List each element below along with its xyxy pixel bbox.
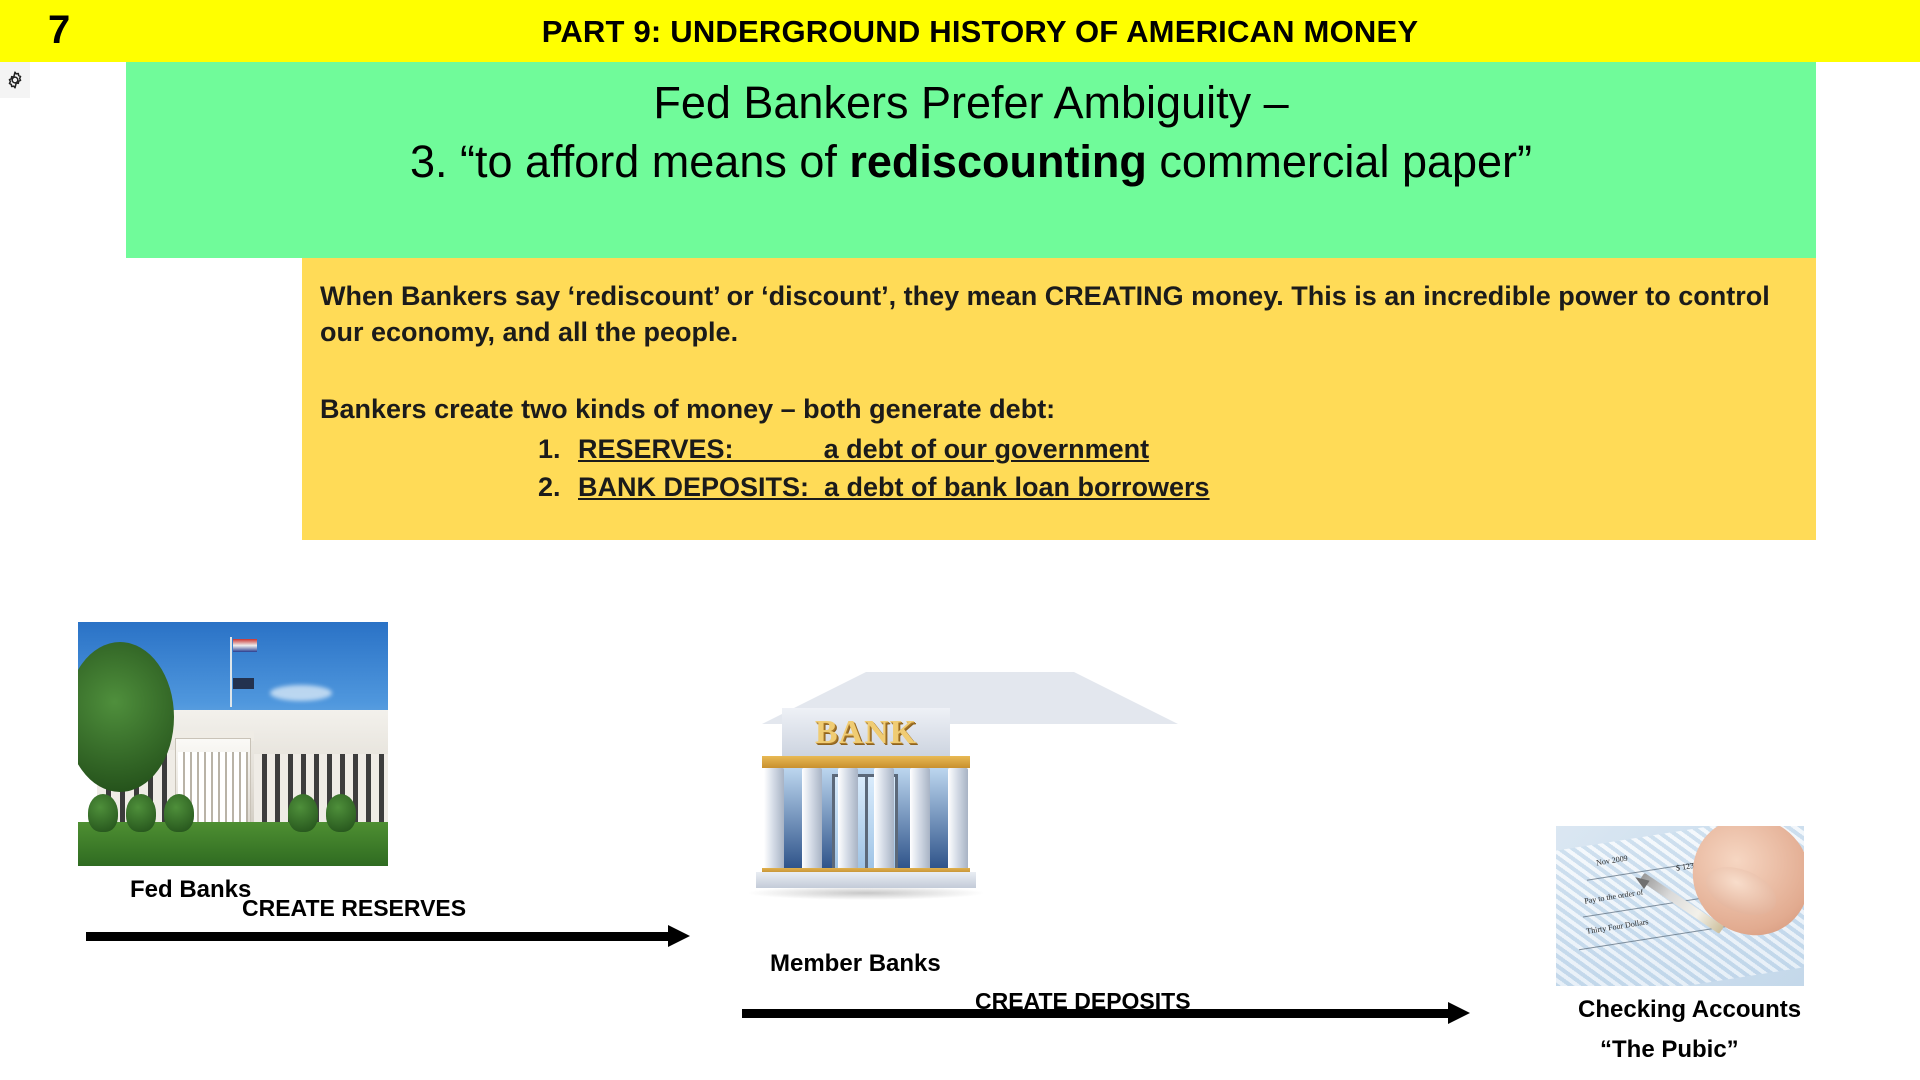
hedge-tree — [126, 793, 156, 832]
list-item-label: RESERVES: a debt of our government — [578, 434, 1150, 465]
arrow-shaft — [86, 932, 668, 941]
money-kinds-list: 1. RESERVES: a debt of our government 2.… — [320, 431, 1816, 506]
bank-pediment — [782, 708, 950, 756]
slide-number: 7 — [48, 8, 71, 52]
settings-gear-icon[interactable] — [0, 62, 30, 98]
gold-paragraph-1: When Bankers say ‘rediscount’ or ‘discou… — [320, 281, 1770, 348]
arrow-head — [1448, 1002, 1470, 1024]
gold-content-box: When Bankers say ‘rediscount’ or ‘discou… — [302, 258, 1816, 540]
bank-column — [910, 768, 930, 874]
second-flag-icon — [233, 678, 254, 690]
us-flag-icon — [233, 639, 257, 653]
bank-base-trim — [762, 868, 970, 875]
bank-column — [838, 768, 858, 874]
hedge-tree — [288, 793, 318, 832]
list-item: 2. BANK DEPOSITS: a debt of bank loan bo… — [320, 469, 1816, 506]
bank-columns — [762, 768, 970, 874]
create-deposits-arrow — [742, 1002, 1470, 1024]
list-item: 1. RESERVES: a debt of our government — [320, 431, 1816, 468]
slide-header-bar: 7 PART 9: UNDERGROUND HISTORY OF AMERICA… — [0, 0, 1920, 62]
foreground-tree — [78, 641, 174, 792]
green-banner-line-1: Fed Bankers Prefer Ambiguity – — [653, 77, 1289, 128]
building-right-wing — [253, 754, 388, 825]
list-item-number: 2. — [538, 471, 561, 502]
paragraph-spacer — [320, 351, 1816, 391]
cloud-shape — [270, 685, 333, 702]
the-public-caption: “The Pubic” — [1600, 1036, 1739, 1063]
list-item-number: 1. — [538, 434, 561, 465]
hedge-tree — [326, 793, 356, 832]
fed-banks-caption: Fed Banks — [130, 876, 252, 903]
list-item-label: BANK DEPOSITS: a debt of bank loan borro… — [578, 471, 1210, 502]
flagpole-shape — [229, 636, 232, 707]
bank-column — [802, 768, 822, 874]
bank-entablature — [762, 756, 970, 768]
green-banner-line-2-suffix: commercial paper” — [1146, 136, 1533, 188]
green-banner-line-2-prefix: 3. “to afford means of — [409, 136, 850, 188]
hand-writing-check-photo: Nov 2009 $ 1234 Pay to the order of Thir… — [1556, 826, 1804, 986]
bank-column — [764, 768, 784, 874]
green-banner-keyword: rediscounting — [849, 136, 1147, 188]
bank-base — [756, 872, 976, 888]
bank-column — [948, 768, 968, 874]
federal-reserve-building-photo — [78, 622, 388, 866]
gold-paragraph-2: Bankers create two kinds of money – both… — [320, 393, 1056, 424]
create-reserves-label: CREATE RESERVES — [242, 895, 467, 921]
create-reserves-arrow — [86, 925, 690, 947]
bank-building-graphic: BANK — [740, 662, 1178, 914]
green-banner-line-2: 3. “to afford means of rediscounting com… — [410, 135, 1532, 188]
page-title: PART 9: UNDERGROUND HISTORY OF AMERICAN … — [541, 14, 1419, 49]
hedge-tree — [164, 793, 194, 832]
bank-ground-shadow — [746, 886, 986, 900]
bank-column — [874, 768, 894, 874]
checking-accounts-caption: Checking Accounts — [1578, 996, 1802, 1023]
green-title-banner: Fed Bankers Prefer Ambiguity – 3. “to af… — [126, 62, 1816, 258]
arrow-shaft — [742, 1009, 1448, 1018]
member-banks-caption: Member Banks — [770, 950, 941, 977]
building-pediment — [172, 730, 254, 742]
arrow-head — [668, 925, 690, 947]
bank-sign-text: BANK — [814, 714, 918, 751]
hedge-tree — [88, 793, 118, 832]
